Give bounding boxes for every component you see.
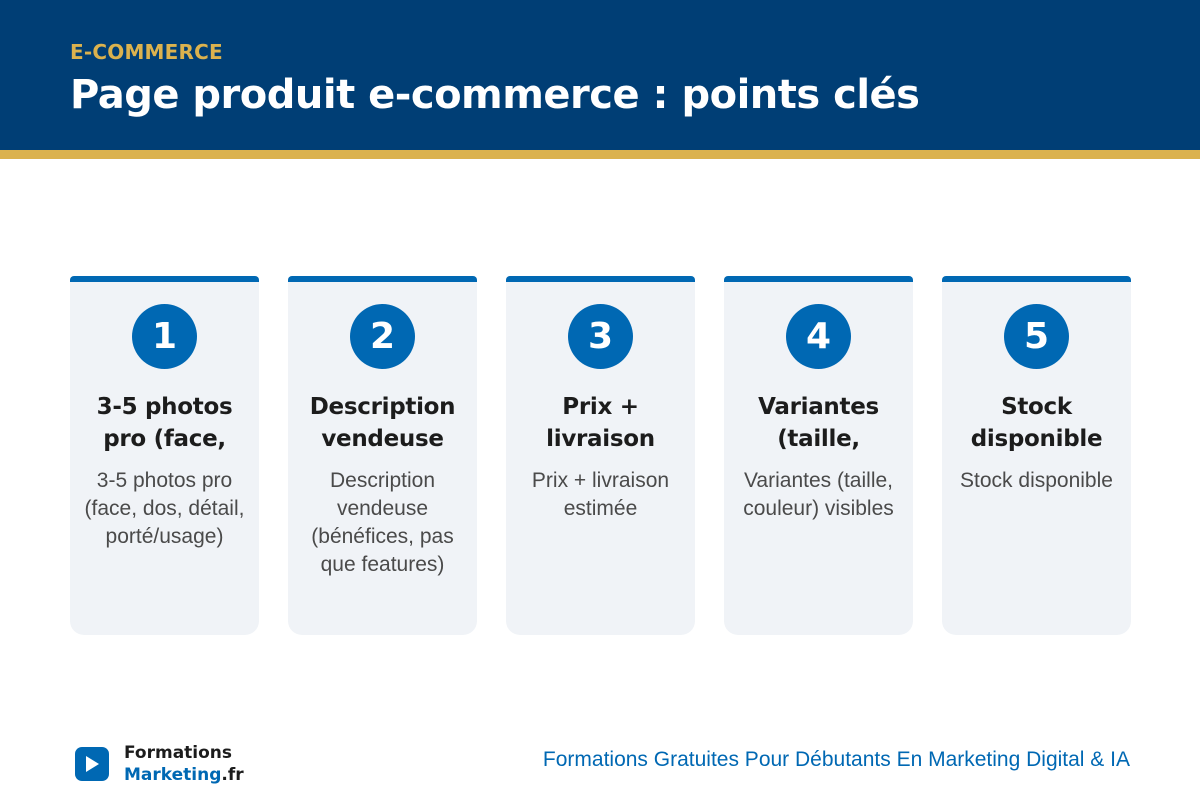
play-icon <box>75 747 109 781</box>
header-banner: E-COMMERCE Page produit e-commerce : poi… <box>0 0 1200 150</box>
logo-brand: Marketing <box>124 765 222 785</box>
card-title: Prix + livraison <box>546 394 655 452</box>
step-number-badge: 3 <box>568 304 633 369</box>
key-point-card: 2 Description vendeuse Description vende… <box>288 276 477 635</box>
page-title: Page produit e-commerce : points clés <box>70 72 920 118</box>
card-description: Stock disponible <box>960 469 1113 492</box>
card-title: Stock disponible <box>970 394 1103 452</box>
card-description: Description vendeuse (bénéfices, pas que… <box>311 469 454 576</box>
category-label: E-COMMERCE <box>70 40 223 64</box>
key-point-card: 3 Prix + livraison Prix + livraison esti… <box>506 276 695 635</box>
key-point-card: 5 Stock disponible Stock disponible <box>942 276 1131 635</box>
step-number-badge: 1 <box>132 304 197 369</box>
play-icon-glyph <box>86 756 99 772</box>
brand-logo[interactable]: Formations Marketing.fr <box>75 742 244 786</box>
key-point-card: 1 3-5 photos pro (face, 3-5 photos pro (… <box>70 276 259 635</box>
card-title: 3-5 photos pro (face, <box>96 394 233 452</box>
card-title: Description vendeuse <box>309 394 456 452</box>
key-points-list: 1 3-5 photos pro (face, 3-5 photos pro (… <box>70 276 1131 635</box>
card-description: 3-5 photos pro (face, dos, détail, porté… <box>84 469 245 548</box>
footer-tagline: Formations Gratuites Pour Débutants En M… <box>542 748 1130 771</box>
logo-line-formations: Formations <box>124 743 233 763</box>
step-number-badge: 4 <box>786 304 851 369</box>
logo-tld: .fr <box>221 765 244 785</box>
card-title: Variantes (taille, <box>758 394 879 452</box>
card-description: Variantes (taille, couleur) visibles <box>743 469 894 520</box>
logo-wordmark: Formations Marketing.fr <box>124 742 244 786</box>
step-number-badge: 5 <box>1004 304 1069 369</box>
card-description: Prix + livraison estimée <box>531 469 670 520</box>
key-point-card: 4 Variantes (taille, Variantes (taille, … <box>724 276 913 635</box>
header-accent-stripe <box>0 150 1200 159</box>
step-number-badge: 2 <box>350 304 415 369</box>
logo-line-marketing: Marketing.fr <box>124 764 244 786</box>
